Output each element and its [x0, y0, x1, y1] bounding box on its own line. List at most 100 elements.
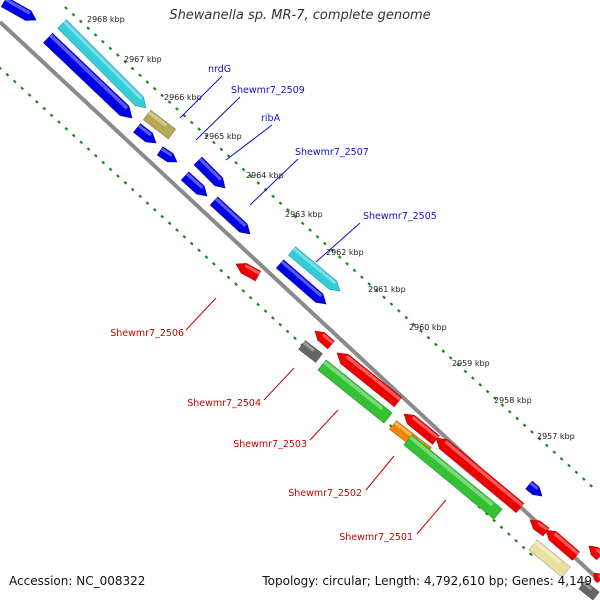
track-dot [20, 86, 24, 91]
track-dot [441, 349, 446, 354]
kbp-tick-label: 2968 kbp [87, 15, 125, 24]
track-dot [360, 275, 364, 280]
track-dot [484, 511, 489, 516]
track-dot [293, 214, 298, 219]
gene-label: Shewmr7_2501 [339, 532, 413, 543]
label-leader-line [249, 158, 299, 206]
track-dot [448, 356, 453, 360]
track-dot [0, 66, 2, 70]
label-leader-line [315, 222, 361, 263]
track-dot [367, 282, 372, 286]
track-dot [308, 228, 312, 232]
kbp-tick-label: 2965 kbp [204, 132, 242, 141]
track-dot [515, 416, 520, 421]
gene-label: Shewmr7_2507 [295, 147, 369, 158]
track-dot [426, 335, 431, 340]
track-dot [234, 160, 238, 165]
gene-blue [525, 480, 543, 497]
gene-label: nrdG [208, 64, 231, 75]
gene-red [435, 437, 525, 514]
kbp-tick-label: 2963 kbp [285, 210, 323, 219]
track-dot [293, 336, 297, 340]
track-dot [315, 234, 320, 239]
label-leader-line [195, 96, 241, 141]
track-dot [64, 6, 68, 10]
gene-green [317, 359, 393, 424]
track-dot [522, 423, 527, 428]
track-dot [204, 134, 209, 138]
gene-gray [298, 340, 323, 363]
track-dot [581, 477, 586, 481]
track-dot [529, 552, 533, 557]
gene-cyan [288, 246, 341, 292]
track-dot [175, 228, 179, 232]
gene-blue [133, 123, 157, 144]
label-leader-line [225, 124, 273, 161]
kbp-tick-label: 2960 kbp [409, 323, 447, 332]
track-dot [552, 450, 557, 454]
track-dot [138, 194, 142, 199]
label-leader-line [179, 75, 223, 119]
track-dot [152, 86, 157, 91]
track-dot [212, 140, 216, 145]
track-dot [130, 66, 135, 71]
gene-label: Shewmr7_2509 [231, 85, 305, 96]
track-dot [323, 241, 327, 246]
gene-red [235, 263, 262, 282]
track-dot [493, 396, 497, 401]
track-dot [286, 208, 290, 212]
track-dot [419, 329, 423, 333]
gene-cream [528, 539, 571, 578]
track-dot [256, 181, 261, 185]
gene-label: Shewmr7_2506 [110, 328, 184, 339]
track-dot [49, 113, 54, 118]
gene-red [529, 519, 550, 537]
track-dot [42, 106, 47, 111]
track-dot [397, 309, 401, 313]
track-dot [138, 73, 142, 78]
track-dot [219, 268, 224, 273]
track-dot [197, 248, 201, 253]
gene-label: Shewmr7_2504 [187, 398, 261, 409]
kbp-tick-label: 2959 kbp [452, 359, 490, 368]
track-dot [507, 409, 512, 414]
track-dot [574, 470, 579, 475]
track-dot [101, 160, 106, 165]
gene-red [403, 413, 440, 445]
gene-olive [142, 109, 177, 140]
track-dot [500, 403, 505, 407]
track-dot [130, 187, 135, 192]
track-dot [382, 295, 386, 300]
track-dot [167, 221, 172, 226]
track-dot [153, 208, 157, 212]
gene-blue [275, 259, 327, 305]
track-dot [300, 221, 305, 226]
track-dot [197, 127, 201, 131]
track-dot [123, 60, 128, 64]
track-dot [499, 525, 504, 530]
track-dot [145, 201, 150, 205]
gene-blue [209, 196, 251, 235]
track-dot [567, 463, 571, 468]
kbp-tick-label: 2964 kbp [246, 171, 284, 180]
track-dot [544, 443, 549, 448]
track-dot [278, 322, 283, 327]
track-dot [226, 154, 231, 158]
gene-label: Shewmr7_2502 [288, 488, 362, 499]
gene-blue [43, 32, 133, 119]
gene-cyan [57, 19, 147, 109]
track-dot [12, 79, 17, 84]
track-dot [27, 93, 32, 97]
track-dot [145, 80, 150, 84]
track-dot [101, 39, 105, 44]
track-dot [521, 545, 526, 550]
track-dot [108, 46, 113, 51]
map-title: Shewanella sp. MR-7, complete genome [169, 8, 431, 23]
track-dot [330, 248, 335, 253]
track-dot [5, 72, 10, 77]
track-dot [79, 140, 83, 145]
track-dot [219, 147, 224, 152]
track-dot [249, 174, 253, 179]
